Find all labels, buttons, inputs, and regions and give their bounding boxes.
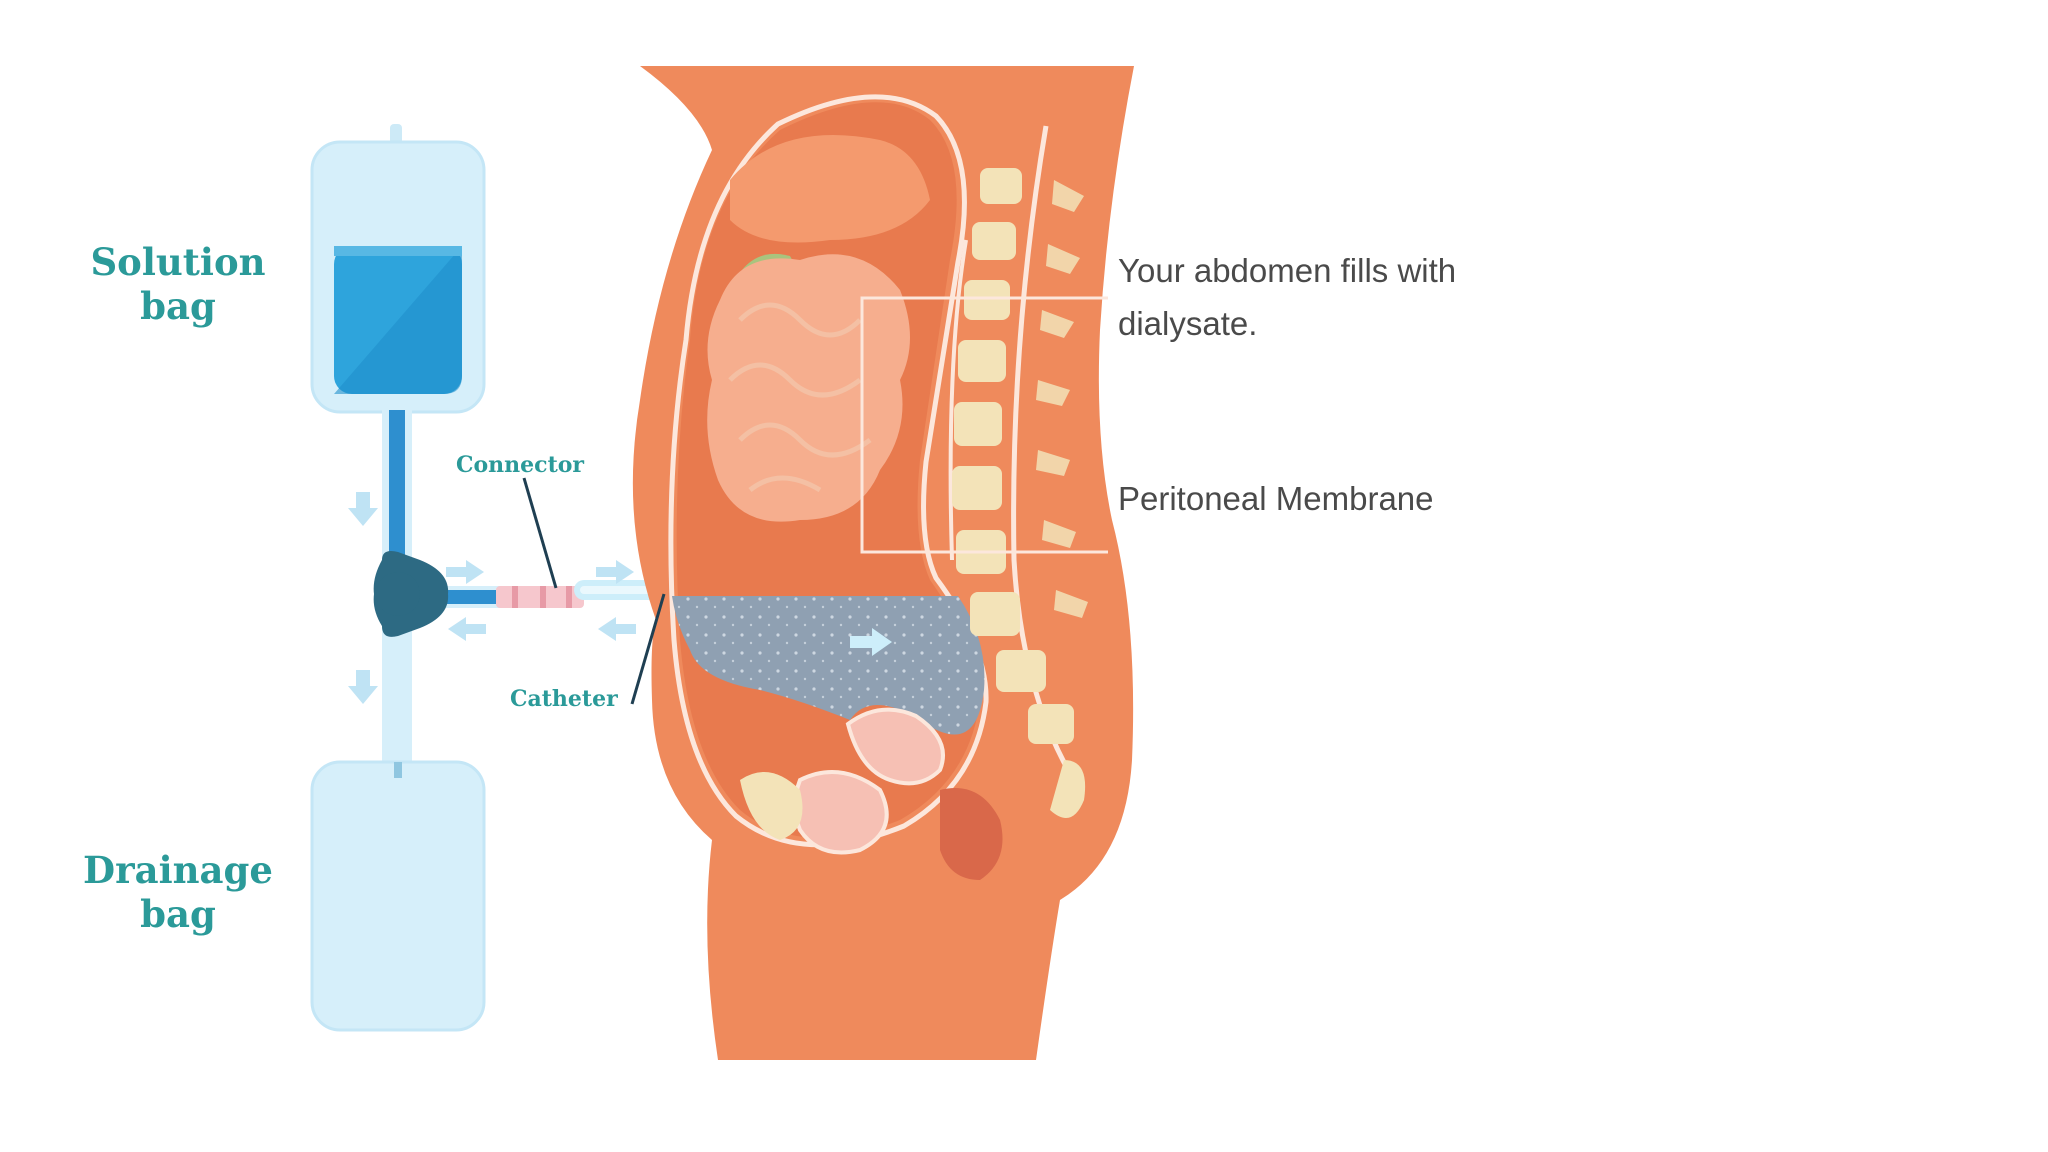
drainage-bag	[310, 760, 486, 1032]
solution-bag	[310, 124, 486, 414]
membrane-bracket	[860, 296, 1108, 554]
solution-bag-label: Solution bag	[78, 240, 278, 329]
drainage-bag-label-line-1: Drainage	[83, 848, 273, 892]
right-arrow-icon	[596, 560, 634, 584]
drainage-bag-body	[310, 760, 486, 1032]
spine	[948, 125, 1088, 818]
solution-fluid-shade	[334, 246, 462, 394]
pelvic-organs	[740, 707, 1003, 880]
peritoneal-membrane	[668, 94, 989, 848]
left-arrow-icon	[598, 617, 636, 641]
uterus	[845, 707, 945, 786]
solution-bag-label-line-1: Solution	[90, 240, 266, 284]
bladder	[793, 770, 889, 855]
down-arrow-icon	[348, 492, 378, 526]
down-arrow-icon	[348, 670, 378, 704]
left-arrow-icon	[448, 617, 486, 641]
solution-fluid-surface	[334, 246, 462, 256]
side-tube	[440, 590, 500, 604]
inflow-arrow-icon	[850, 628, 892, 656]
solution-bag-hanger	[390, 124, 402, 144]
connector-label: Connector	[456, 452, 584, 478]
catheter-label: Catheter	[510, 686, 618, 712]
y-connector-hub	[376, 572, 420, 616]
drainage-bag-label-line-2: bag	[140, 892, 216, 937]
solution-bag-label-line-2: bag	[140, 284, 216, 329]
connector-leader	[522, 477, 558, 589]
annotation-pointer	[860, 296, 1108, 554]
catheter-leader	[630, 593, 666, 705]
pubic-bone	[740, 772, 803, 840]
intestine-folds	[728, 302, 872, 493]
flow-arrows	[348, 492, 636, 704]
upper-tube	[389, 410, 405, 570]
upper-organ	[730, 135, 930, 243]
abdomen-fills-line-2: dialysate.	[1118, 305, 1258, 343]
abdomen-fills-annotation: Your abdomen fills with dialysate.	[1118, 244, 1456, 351]
drainage-bag-label: Drainage bag	[78, 848, 278, 937]
vertebrae	[952, 168, 1086, 818]
peritoneal-membrane-annotation: Peritoneal Membrane	[1118, 480, 1434, 517]
rectum	[940, 788, 1003, 880]
body-cross-section	[632, 66, 1134, 1060]
abdomen-fills-line-1: Your abdomen fills with	[1118, 252, 1457, 289]
spinous-processes	[1036, 180, 1088, 618]
right-arrow-icon	[446, 560, 484, 584]
leader-lines	[522, 477, 666, 705]
lower-tube	[382, 610, 412, 770]
